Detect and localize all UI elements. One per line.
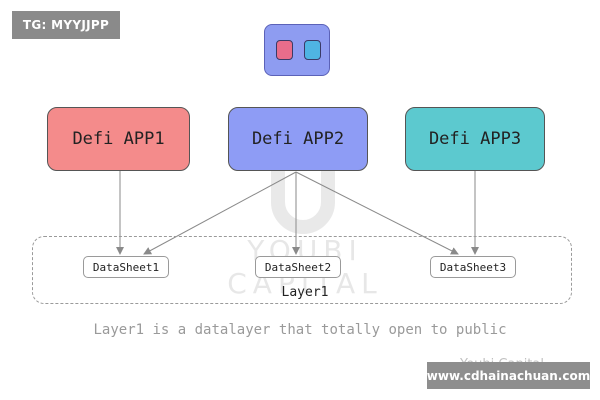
youbi-logo-watermark xyxy=(271,115,335,234)
arrow-app2-to-sheet1 xyxy=(143,171,297,255)
app-window-icon xyxy=(264,24,330,76)
tg-handle-tag: TG: MYYJJPP xyxy=(12,11,120,39)
datasheet1-box: DataSheet1 xyxy=(83,256,169,278)
datasheet2-box: DataSheet2 xyxy=(255,256,341,278)
layer1-container xyxy=(32,236,572,304)
red-square-icon xyxy=(276,40,293,60)
blue-square-icon xyxy=(304,40,321,60)
site-url-banner[interactable]: www.cdhainachuan.com xyxy=(427,362,590,389)
layer1-label: Layer1 xyxy=(281,285,329,300)
datasheet3-box: DataSheet3 xyxy=(430,256,516,278)
arrow-app2-to-sheet3 xyxy=(295,171,459,255)
defi-app3-box: Defi APP3 xyxy=(405,107,545,171)
defi-app2-box: Defi APP2 xyxy=(228,107,368,171)
diagram-caption: Layer1 is a datalayer that totally open … xyxy=(93,322,507,338)
defi-app1-box: Defi APP1 xyxy=(47,107,190,171)
